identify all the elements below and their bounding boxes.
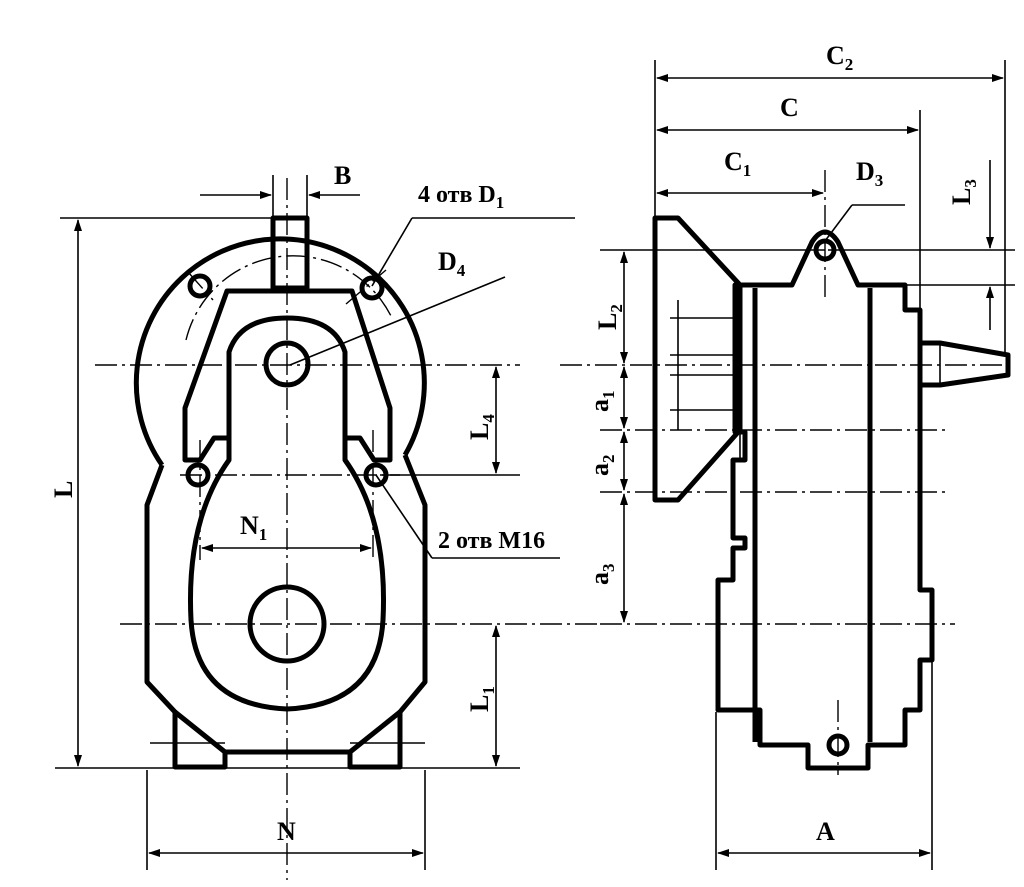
dim-n-label: N [277,817,296,846]
front-view-round-housing [133,236,427,467]
dim-l-label: L [49,481,78,498]
side-view-housing [715,229,935,771]
dim-n1-label: N1 [240,511,267,544]
hole-d1-right [359,275,385,301]
foot-right-chamfer [348,710,402,754]
front-view-dimensions: L B 4 отв D1 D4 L4 N1 2 отв M16 L1 N [49,161,575,870]
leader-d1 [371,217,413,287]
note-holes-m16: 2 отв M16 [438,528,545,554]
side-view-motor-flange [652,215,743,503]
leader-d4 [289,276,506,366]
dim-c-label: C [780,93,799,122]
side-view-dimensions: C2 C C1 D3 L3 L2 a1 a2 a3 A [585,41,1015,870]
bolt-circle-arc [185,255,393,341]
input-shaft-key [270,215,310,291]
dim-l2-label: L2 [593,304,626,330]
side-view-output-shaft [920,340,1011,388]
note-holes-d1: 4 отв D1 [418,182,504,212]
dim-c2-label: C2 [826,41,853,74]
dim-a3-label: a3 [585,564,618,586]
dim-a2-label: a2 [585,455,618,477]
dim-d3-label: D3 [856,157,883,190]
input-shaft-circle [263,340,311,388]
hole-d1-left-cross [187,271,214,301]
dim-b-label: B [334,161,351,190]
side-view [560,170,1015,775]
dim-l4-label: L4 [465,414,498,440]
dim-l3-label: L3 [947,179,980,205]
dim-c1-label: C1 [724,147,751,180]
hole-d1-left [187,273,213,299]
dim-l1-label: L1 [465,686,498,712]
leader-m16 [375,474,433,559]
hole-d1-right-cross [345,269,387,305]
foot-left-chamfer [173,710,227,754]
front-view [95,178,600,880]
leader-d3 [824,204,853,242]
dim-d4-label: D4 [438,247,466,280]
dim-a1-label: a1 [585,391,618,413]
dim-a-label: A [816,817,835,846]
